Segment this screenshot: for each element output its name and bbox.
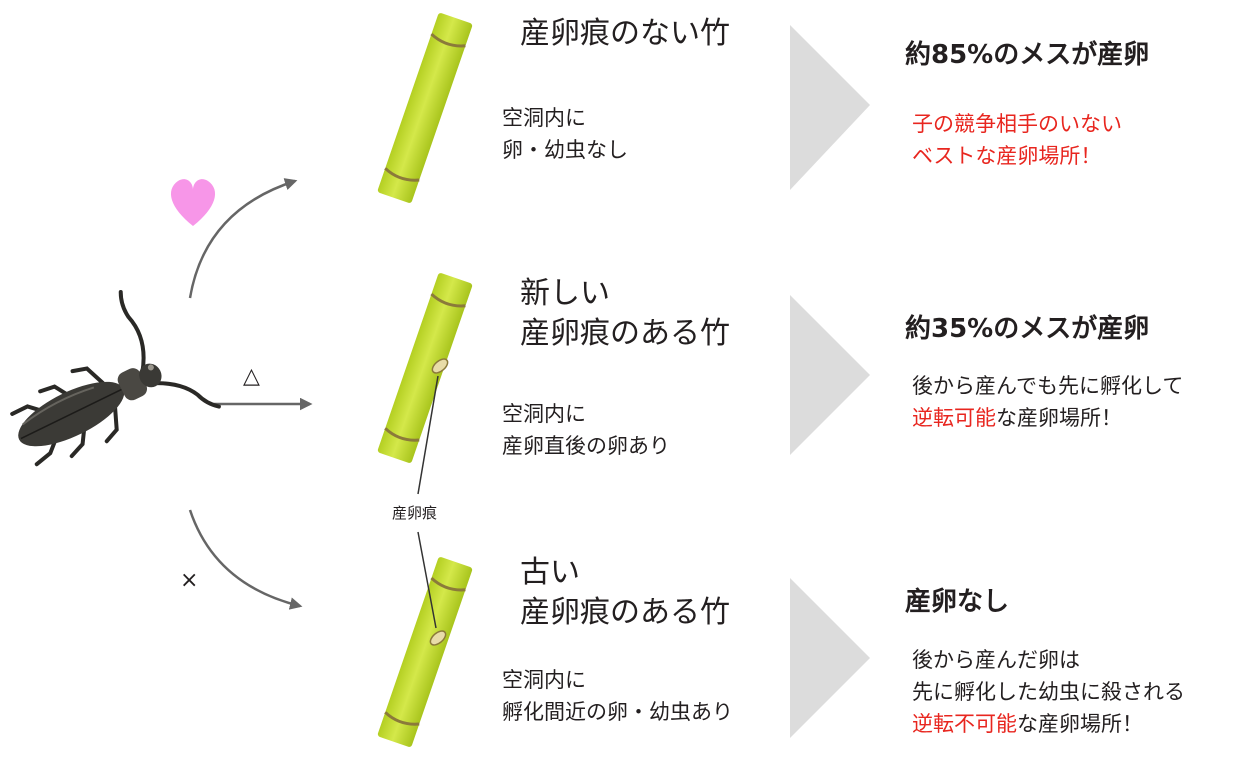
bamboo-icon [377, 13, 473, 203]
arrow-to-old-scar-bamboo [188, 509, 303, 610]
cavity-text-1: 空洞内に 卵・幼虫なし [502, 106, 628, 162]
result-title-2: 約35%のメスが産卵 [905, 314, 1150, 344]
cross-mark: × [180, 568, 199, 593]
scar-mark-new [431, 358, 449, 374]
heart-icon [170, 179, 216, 226]
cavity-text-2: 空洞内に 産卵直後の卵あり [502, 402, 670, 458]
cavity-text-3: 空洞内に 孵化間近の卵・幼虫あり [502, 668, 733, 724]
bamboo-title-2: 新しい 産卵痕のある竹 [520, 276, 730, 351]
result-desc-3: 後から産んだ卵は 先に孵化した幼虫に殺される 逆転不可能な産卵場所！ [912, 648, 1185, 736]
triangle-mark: △ [243, 364, 260, 389]
result-desc-1: 子の競争相手のいない ベストな産卵場所！ [912, 112, 1122, 168]
bamboo-title-1: 産卵痕のない竹 [520, 16, 730, 51]
result-desc-2: 後から産んでも先に孵化して 逆転可能な産卵場所！ [912, 374, 1184, 430]
bamboo-title-3: 古い 産卵痕のある竹 [520, 555, 730, 630]
result-triangle [790, 295, 870, 455]
scar-label: 産卵痕 [392, 504, 438, 522]
arrow-to-unscarred-bamboo [188, 178, 298, 299]
result-triangle [790, 25, 870, 190]
result-title-1: 約85%のメスが産卵 [905, 40, 1150, 70]
scar-leader-line [417, 375, 439, 495]
beetle-icon [10, 289, 221, 467]
bamboo-icon [377, 273, 473, 463]
scar-mark-old [429, 630, 447, 646]
bamboo-icon [377, 557, 473, 747]
result-triangle [790, 578, 870, 738]
result-title-3: 産卵なし [905, 587, 1010, 617]
scar-leader-line [417, 531, 437, 629]
